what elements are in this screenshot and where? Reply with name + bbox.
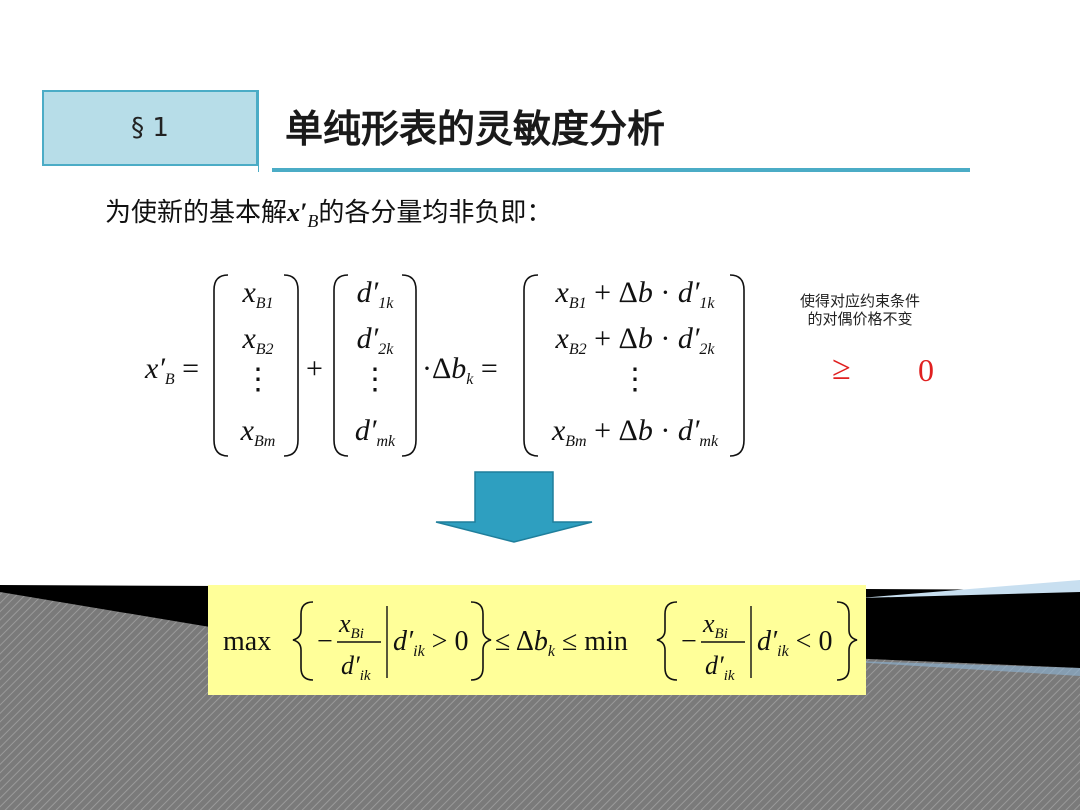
result-box: max − xBi d′ik d′ik > 0 ≤ Δbk ≤ min − xB… xyxy=(208,585,866,695)
svg-text:xBi: xBi xyxy=(702,609,728,642)
vec3-entry: xB2 + Δb · d′2k xyxy=(555,322,715,358)
title-divider-vertical xyxy=(258,90,259,172)
intro-var: x′ xyxy=(287,198,308,227)
multiplier: ·Δbk = xyxy=(422,352,498,388)
intro-var-sub: B xyxy=(307,211,319,232)
vector-x: xB1 xB2 ⋮ xBm xyxy=(222,276,294,451)
condition-value: 0 xyxy=(918,352,934,388)
equation-lhs: x′B = xyxy=(145,352,200,388)
plus-sign: + xyxy=(306,352,323,385)
note-line-1: 使得对应约束条件 xyxy=(799,292,920,310)
max-label: max xyxy=(223,626,271,657)
vec3-entry: xB1 + Δb · d′1k xyxy=(555,276,715,312)
svg-text:d′ik: d′ik xyxy=(341,651,371,684)
svg-text:−: − xyxy=(681,626,697,657)
svg-text:d′ik < 0: d′ik < 0 xyxy=(757,626,832,660)
vec1-entry: xBm xyxy=(240,414,276,450)
note-line-2: 的对偶价格不变 xyxy=(807,310,913,328)
result-inequality: max − xBi d′ik d′ik > 0 ≤ Δbk ≤ min − xB… xyxy=(223,601,858,684)
intro-text-before: 为使新的基本解 xyxy=(105,198,288,228)
vec2-entry: d′1k xyxy=(356,276,394,312)
svg-text:d′ik: d′ik xyxy=(705,651,735,684)
vec3-entry: xBm + Δb · d′mk xyxy=(551,414,719,450)
vector-d: d′1k d′2k ⋮ d′mk xyxy=(340,276,410,451)
note-text: 使得对应约束条件 的对偶价格不变 xyxy=(775,292,945,328)
svg-text:d′ik > 0: d′ik > 0 xyxy=(393,626,468,660)
lhs-sub: B xyxy=(164,371,175,388)
vec2-entry: ⋮ xyxy=(360,363,390,396)
svg-text:−: − xyxy=(317,626,333,657)
down-arrow-icon xyxy=(435,471,593,543)
title-underline xyxy=(272,168,970,172)
vec1-entry: xB2 xyxy=(242,322,274,358)
vector-result: xB1 + Δb · d′1k xB2 + Δb · d′2k ⋮ xBm + … xyxy=(532,276,738,451)
lhs-var: x′ xyxy=(145,352,165,385)
vec1-entry: xB1 xyxy=(242,276,274,312)
vec1-entry: ⋮ xyxy=(243,363,273,396)
vec2-entry: d′2k xyxy=(356,322,394,358)
section-label: § 1 xyxy=(131,113,169,143)
intro-text: 为使新的基本解x′B的各分量均非负即： xyxy=(105,192,552,232)
svg-text:xBi: xBi xyxy=(338,609,364,642)
vec3-entry: ⋮ xyxy=(620,363,650,396)
section-number-box: § 1 xyxy=(42,90,258,166)
intro-text-after: 的各分量均非负即： xyxy=(318,198,553,228)
svg-text:≤ Δbk ≤ min: ≤ Δbk ≤ min xyxy=(495,626,628,660)
slide-title: 单纯形表的灵敏度分析 xyxy=(285,107,666,151)
vec2-entry: d′mk xyxy=(354,414,396,450)
condition-sign: ≥ xyxy=(832,350,851,387)
